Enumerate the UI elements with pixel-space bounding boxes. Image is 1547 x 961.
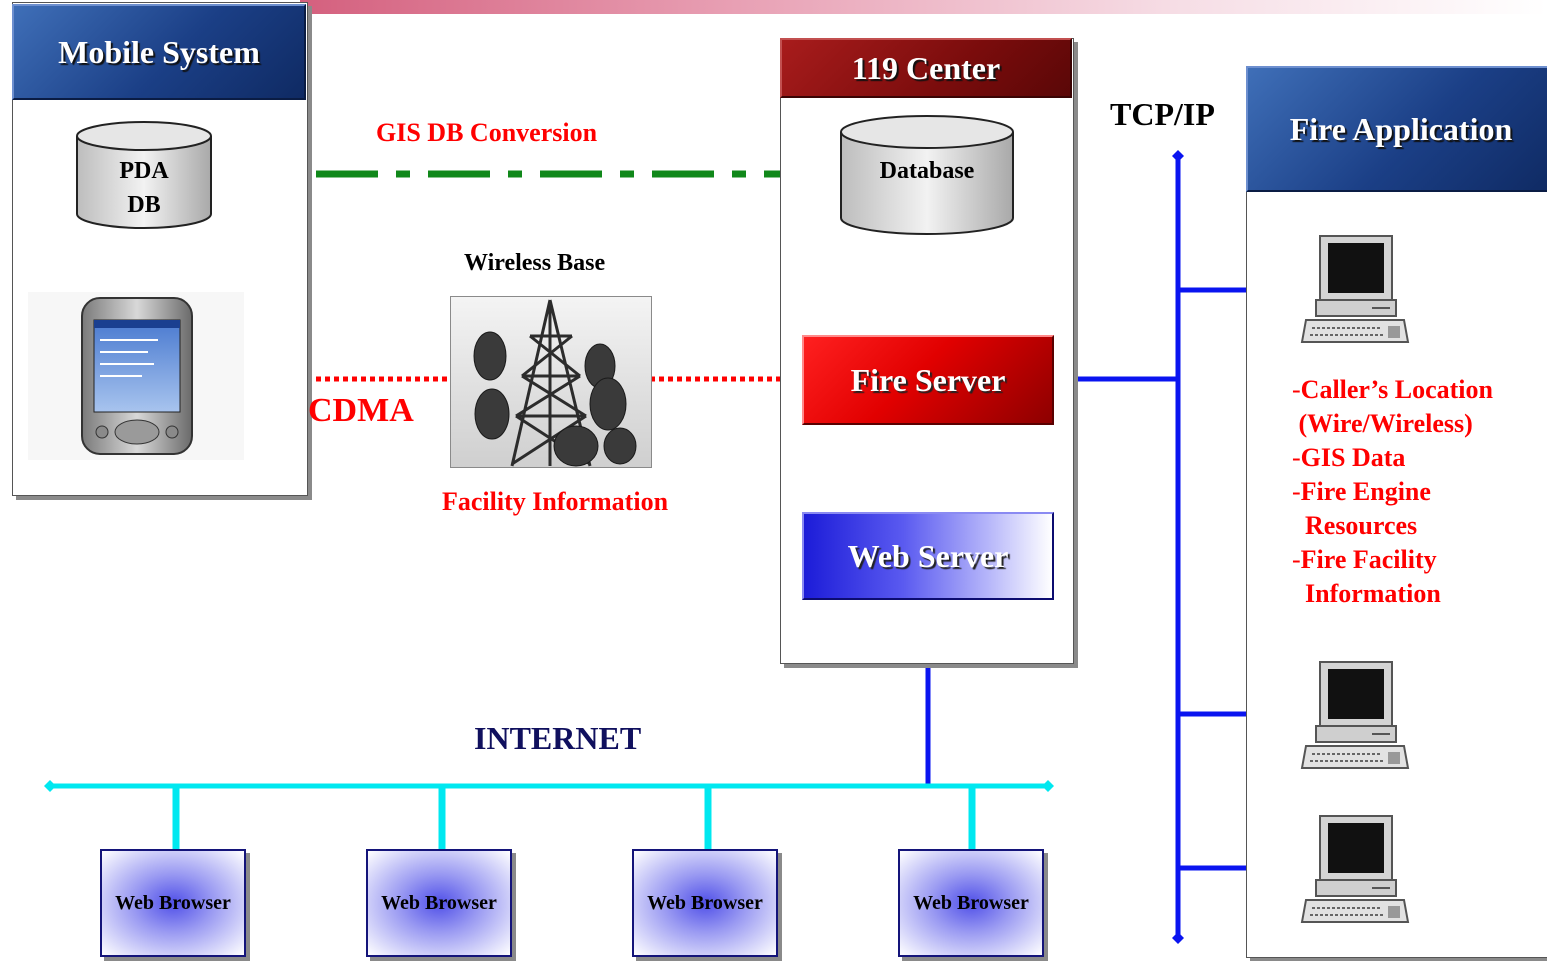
tcpip-label: TCP/IP [1110, 96, 1215, 132]
web-browser-node: Web Browser [898, 849, 1044, 957]
web-browser-node: Web Browser [632, 849, 778, 957]
center-title: 119 Center [780, 38, 1072, 98]
gis-conversion-label: GIS DB Conversion [376, 118, 598, 147]
fire-application-panel [1246, 66, 1547, 958]
list-item: -Fire Engine [1292, 475, 1493, 509]
list-bullet: - [1292, 545, 1301, 574]
fire-application-list: -Caller’s Location (Wire/Wireless) -GIS … [1292, 373, 1493, 611]
facility-information-label: Facility Information [442, 487, 669, 516]
pda-device-icon [81, 297, 193, 455]
internet-label: INTERNET [474, 720, 642, 756]
computer-terminal-icon [1300, 661, 1410, 769]
list-item: -GIS Data [1292, 441, 1493, 475]
web-browser-node: Web Browser [100, 849, 246, 957]
list-text: Caller’s Location [1300, 375, 1493, 404]
list-bullet: - [1292, 375, 1301, 404]
database-label: Database [879, 158, 975, 184]
computer-terminal-icon [1300, 815, 1410, 923]
wireless-tower-icon [450, 296, 652, 468]
web-browser-node: Web Browser [366, 849, 512, 957]
fire-server-box: Fire Server [802, 335, 1054, 425]
list-text: Information [1292, 579, 1441, 608]
list-item: -Fire Facility [1292, 543, 1493, 577]
list-item: Resources [1292, 509, 1493, 543]
internet-bus-right-cap [1042, 780, 1054, 792]
list-bullet: - [1292, 443, 1301, 472]
pda-db-label: PDA DB [74, 154, 214, 222]
wireless-base-label: Wireless Base [464, 250, 606, 276]
tcpip-bus-bottom-cap [1172, 932, 1184, 944]
list-item: -Caller’s Location [1292, 373, 1493, 407]
tcpip-bus-top-cap [1172, 150, 1184, 162]
database-cylinder-icon [840, 115, 1014, 235]
list-text: Fire Facility [1300, 545, 1437, 574]
pda-db-cylinder-icon [76, 121, 212, 229]
cdma-label: CDMA [308, 392, 414, 429]
list-item: (Wire/Wireless) [1292, 407, 1493, 441]
pda-db-label-line2: DB [127, 192, 161, 218]
pda-db-label-line1: PDA [119, 158, 169, 184]
list-text: GIS Data [1300, 443, 1406, 472]
title-gradient-bar [300, 0, 1547, 14]
list-text: (Wire/Wireless) [1292, 409, 1473, 438]
computer-terminal-icon [1300, 235, 1410, 343]
list-bullet: - [1292, 477, 1301, 506]
internet-bus-left-cap [44, 780, 56, 792]
mobile-system-title: Mobile System [12, 4, 306, 100]
web-server-box: Web Server [802, 512, 1054, 600]
list-text: Fire Engine [1300, 477, 1431, 506]
list-item: Information [1292, 577, 1493, 611]
list-text: Resources [1292, 511, 1418, 540]
fire-application-title: Fire Application [1246, 66, 1547, 192]
